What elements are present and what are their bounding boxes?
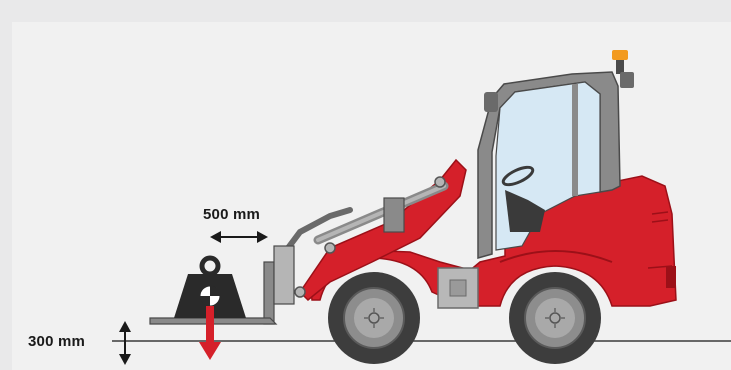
- front-wheel: [328, 272, 420, 364]
- horizontal-dimension-arrow-icon: [210, 231, 268, 243]
- vertical-dimension-arrow-icon: [119, 321, 131, 365]
- load-center-label: 500 mm: [203, 206, 260, 223]
- center-of-gravity-icon: [200, 286, 220, 306]
- rear-wheel: [509, 272, 601, 364]
- lift-height-label: 300 mm: [28, 333, 85, 350]
